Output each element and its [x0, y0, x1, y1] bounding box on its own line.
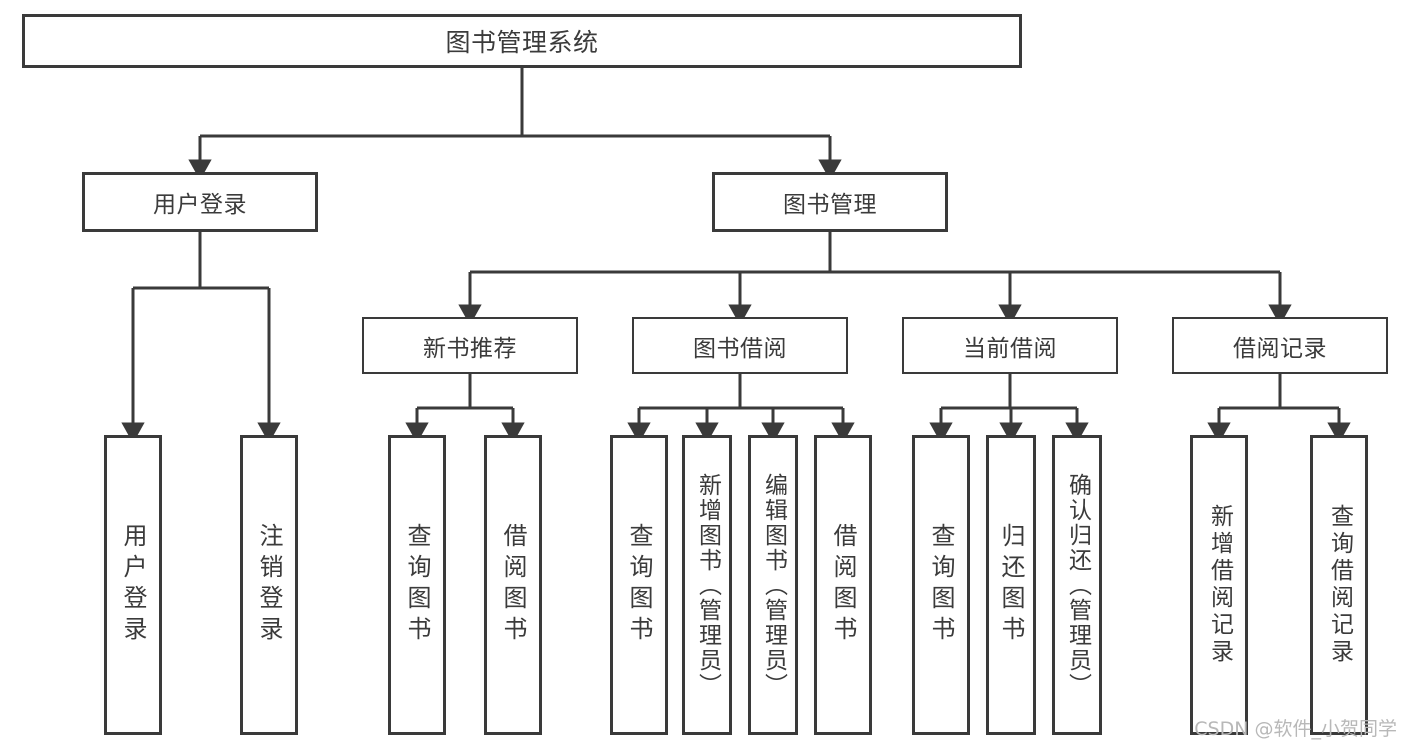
- node-root-label: 图书管理系统: [445, 28, 599, 57]
- leaf-query-book-3-label: 查询图书: [927, 523, 955, 647]
- leaf-borrow-book-1[interactable]: 借阅图书: [484, 435, 542, 735]
- leaf-add-book-label: 新增图书（管理员）: [694, 472, 721, 698]
- leaf-borrow-book-2-label: 借阅图书: [829, 523, 857, 647]
- leaf-add-borrow-record-label: 新增借阅记录: [1206, 504, 1233, 666]
- node-root[interactable]: 图书管理系统: [22, 14, 1022, 68]
- leaf-add-book[interactable]: 新增图书（管理员）: [682, 435, 732, 735]
- node-book-borrow-label: 图书借阅: [693, 335, 787, 362]
- node-current-borrow[interactable]: 当前借阅: [902, 317, 1118, 374]
- node-user-login-label: 用户登录: [153, 192, 247, 218]
- node-borrow-record[interactable]: 借阅记录: [1172, 317, 1388, 374]
- node-borrow-record-label: 借阅记录: [1233, 335, 1327, 362]
- leaf-edit-book-label: 编辑图书（管理员）: [760, 472, 787, 698]
- leaf-query-book-1-label: 查询图书: [403, 523, 431, 647]
- leaf-user-login[interactable]: 用户登录: [104, 435, 162, 735]
- leaf-query-borrow-record-label: 查询借阅记录: [1326, 504, 1353, 666]
- leaf-logout-label: 注销登录: [255, 523, 283, 647]
- node-new-book-recommend-label: 新书推荐: [423, 335, 517, 362]
- node-current-borrow-label: 当前借阅: [963, 335, 1057, 362]
- watermark: CSDN @软件_小贺同学: [1194, 718, 1397, 740]
- leaf-return-book-label: 归还图书: [997, 523, 1025, 647]
- leaf-user-login-label: 用户登录: [119, 523, 147, 647]
- leaf-confirm-return-label: 确认归还（管理员）: [1064, 472, 1091, 698]
- leaf-confirm-return[interactable]: 确认归还（管理员）: [1052, 435, 1102, 735]
- node-user-login[interactable]: 用户登录: [82, 172, 318, 232]
- node-book-manage[interactable]: 图书管理: [712, 172, 948, 232]
- leaf-return-book[interactable]: 归还图书: [986, 435, 1036, 735]
- leaf-edit-book[interactable]: 编辑图书（管理员）: [748, 435, 798, 735]
- node-new-book-recommend[interactable]: 新书推荐: [362, 317, 578, 374]
- leaf-logout[interactable]: 注销登录: [240, 435, 298, 735]
- node-book-manage-label: 图书管理: [783, 192, 877, 218]
- leaf-borrow-book-1-label: 借阅图书: [499, 523, 527, 647]
- leaf-query-borrow-record[interactable]: 查询借阅记录: [1310, 435, 1368, 735]
- leaf-query-book-1[interactable]: 查询图书: [388, 435, 446, 735]
- leaf-borrow-book-2[interactable]: 借阅图书: [814, 435, 872, 735]
- leaf-query-book-3[interactable]: 查询图书: [912, 435, 970, 735]
- node-book-borrow[interactable]: 图书借阅: [632, 317, 848, 374]
- leaf-query-book-2[interactable]: 查询图书: [610, 435, 668, 735]
- leaf-add-borrow-record[interactable]: 新增借阅记录: [1190, 435, 1248, 735]
- leaf-query-book-2-label: 查询图书: [625, 523, 653, 647]
